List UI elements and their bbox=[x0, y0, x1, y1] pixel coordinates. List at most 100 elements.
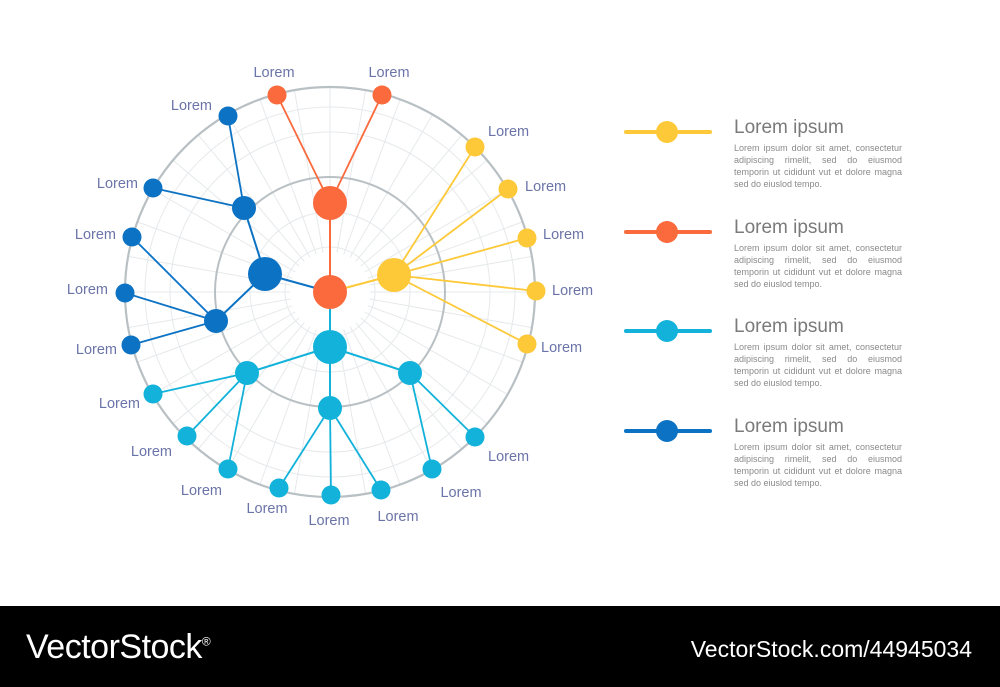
network-nodes bbox=[115, 85, 546, 505]
edge-leaf bbox=[329, 94, 383, 204]
leaf-label: Lorem bbox=[181, 483, 222, 499]
legend-item-yellow: Lorem ipsum Lorem ipsum dolor sit amet, … bbox=[622, 117, 922, 220]
node-blueDown bbox=[204, 309, 228, 333]
leaf-label: Lorem bbox=[368, 65, 409, 81]
grid-spoke bbox=[259, 99, 317, 255]
node-yellowHub bbox=[377, 258, 411, 292]
leaf-node bbox=[115, 283, 135, 303]
legend-dot-orange bbox=[656, 221, 678, 243]
edge-leaf bbox=[329, 407, 332, 496]
leaf-label: Lorem bbox=[99, 396, 140, 412]
leaf-label: Lorem bbox=[543, 227, 584, 243]
leaf-node bbox=[517, 334, 537, 354]
leaf-node bbox=[121, 335, 141, 355]
edge-leaf bbox=[329, 407, 382, 491]
leaf-label: Lorem bbox=[76, 342, 117, 358]
grid-spoke bbox=[355, 134, 463, 262]
legend-title: Lorem ipsum bbox=[734, 217, 844, 238]
grid-spoke bbox=[152, 189, 296, 273]
leaf-node bbox=[218, 459, 238, 479]
grid-spoke bbox=[364, 189, 508, 273]
grid-spoke bbox=[227, 114, 311, 258]
edge-leaf bbox=[393, 274, 528, 345]
leaf-label: Lorem bbox=[171, 98, 212, 114]
leaf-label: Lorem bbox=[552, 283, 593, 299]
node-orangeHub bbox=[313, 186, 347, 220]
footer-bar: VectorStock® VectorStock.com/44945034 bbox=[0, 606, 1000, 687]
grid-spoke bbox=[360, 317, 488, 425]
leaf-node bbox=[526, 281, 546, 301]
leaf-label: Lorem bbox=[253, 65, 294, 81]
edge-leaf bbox=[393, 274, 537, 292]
leaf-node bbox=[122, 227, 142, 247]
edge-leaf bbox=[278, 407, 331, 489]
edge-leaf bbox=[409, 372, 433, 470]
leaf-node bbox=[465, 137, 485, 157]
leaf-label: Lorem bbox=[131, 444, 172, 460]
leaf-node bbox=[143, 178, 163, 198]
leaf-node bbox=[177, 426, 197, 446]
leaf-label: Lorem bbox=[75, 227, 116, 243]
node-cyanRight bbox=[398, 361, 422, 385]
grid-spoke bbox=[343, 329, 401, 485]
leaf-label: Lorem bbox=[488, 449, 529, 465]
edge-leaf bbox=[393, 146, 476, 276]
edge-leaf bbox=[130, 320, 217, 346]
leaf-label: Lorem bbox=[440, 485, 481, 501]
vectorstock-logo: VectorStock® bbox=[26, 628, 211, 667]
leaf-label: Lorem bbox=[541, 340, 582, 356]
legend-dot-cyan bbox=[656, 320, 678, 342]
leaf-node bbox=[218, 106, 238, 126]
edge-leaf bbox=[393, 237, 528, 276]
logo-text: VectorStock bbox=[26, 628, 202, 666]
legend: Lorem ipsum Lorem ipsum dolor sit amet, … bbox=[622, 0, 922, 600]
grid-spoke bbox=[197, 134, 305, 262]
leaf-label: Lorem bbox=[246, 501, 287, 517]
image-id: VectorStock.com/44945034 bbox=[690, 636, 972, 662]
edge-leaf bbox=[152, 187, 245, 209]
legend-item-blue: Lorem ipsum Lorem ipsum dolor sit amet, … bbox=[622, 416, 922, 519]
leaf-label: Lorem bbox=[97, 176, 138, 192]
leaf-label: Lorem bbox=[377, 509, 418, 525]
grid-spoke bbox=[349, 114, 433, 258]
edge-leaf bbox=[393, 188, 509, 276]
grid-spoke bbox=[259, 329, 317, 485]
edge-leaf bbox=[227, 372, 248, 470]
legend-title: Lorem ipsum bbox=[734, 316, 844, 337]
legend-item-cyan: Lorem ipsum Lorem ipsum dolor sit amet, … bbox=[622, 316, 922, 419]
leaf-node bbox=[517, 228, 537, 248]
node-cyanHub bbox=[313, 330, 347, 364]
edge-leaf bbox=[409, 372, 476, 438]
node-center bbox=[313, 275, 347, 309]
legend-title: Lorem ipsum bbox=[734, 117, 844, 138]
grid-spoke bbox=[336, 90, 367, 253]
leaf-node bbox=[422, 459, 442, 479]
grid-spoke bbox=[349, 326, 433, 470]
legend-dot-blue bbox=[656, 420, 678, 442]
legend-description: Lorem ipsum dolor sit amet, consectetur … bbox=[734, 342, 902, 388]
legend-title: Lorem ipsum bbox=[734, 416, 844, 437]
grid-spoke bbox=[293, 90, 324, 253]
edge-leaf bbox=[186, 372, 248, 437]
grid-spoke bbox=[343, 99, 401, 255]
edge-leaf bbox=[227, 115, 245, 209]
leaf-node bbox=[372, 85, 392, 105]
legend-description: Lorem ipsum dolor sit amet, consectetur … bbox=[734, 442, 902, 488]
legend-dot-yellow bbox=[656, 121, 678, 143]
leaf-node bbox=[267, 85, 287, 105]
leaf-node bbox=[321, 485, 341, 505]
leaf-node bbox=[269, 478, 289, 498]
node-cyanMid bbox=[318, 396, 342, 420]
node-blueUp bbox=[232, 196, 256, 220]
grid-spoke bbox=[152, 311, 296, 395]
leaf-node bbox=[498, 179, 518, 199]
legend-description: Lorem ipsum dolor sit amet, consectetur … bbox=[734, 243, 902, 289]
grid-spoke bbox=[355, 322, 463, 450]
edge-leaf bbox=[152, 372, 248, 395]
grid-spoke bbox=[137, 305, 293, 363]
registered-mark: ® bbox=[201, 634, 211, 649]
leaf-label: Lorem bbox=[308, 513, 349, 529]
legend-description: Lorem ipsum dolor sit amet, consectetur … bbox=[734, 143, 902, 189]
